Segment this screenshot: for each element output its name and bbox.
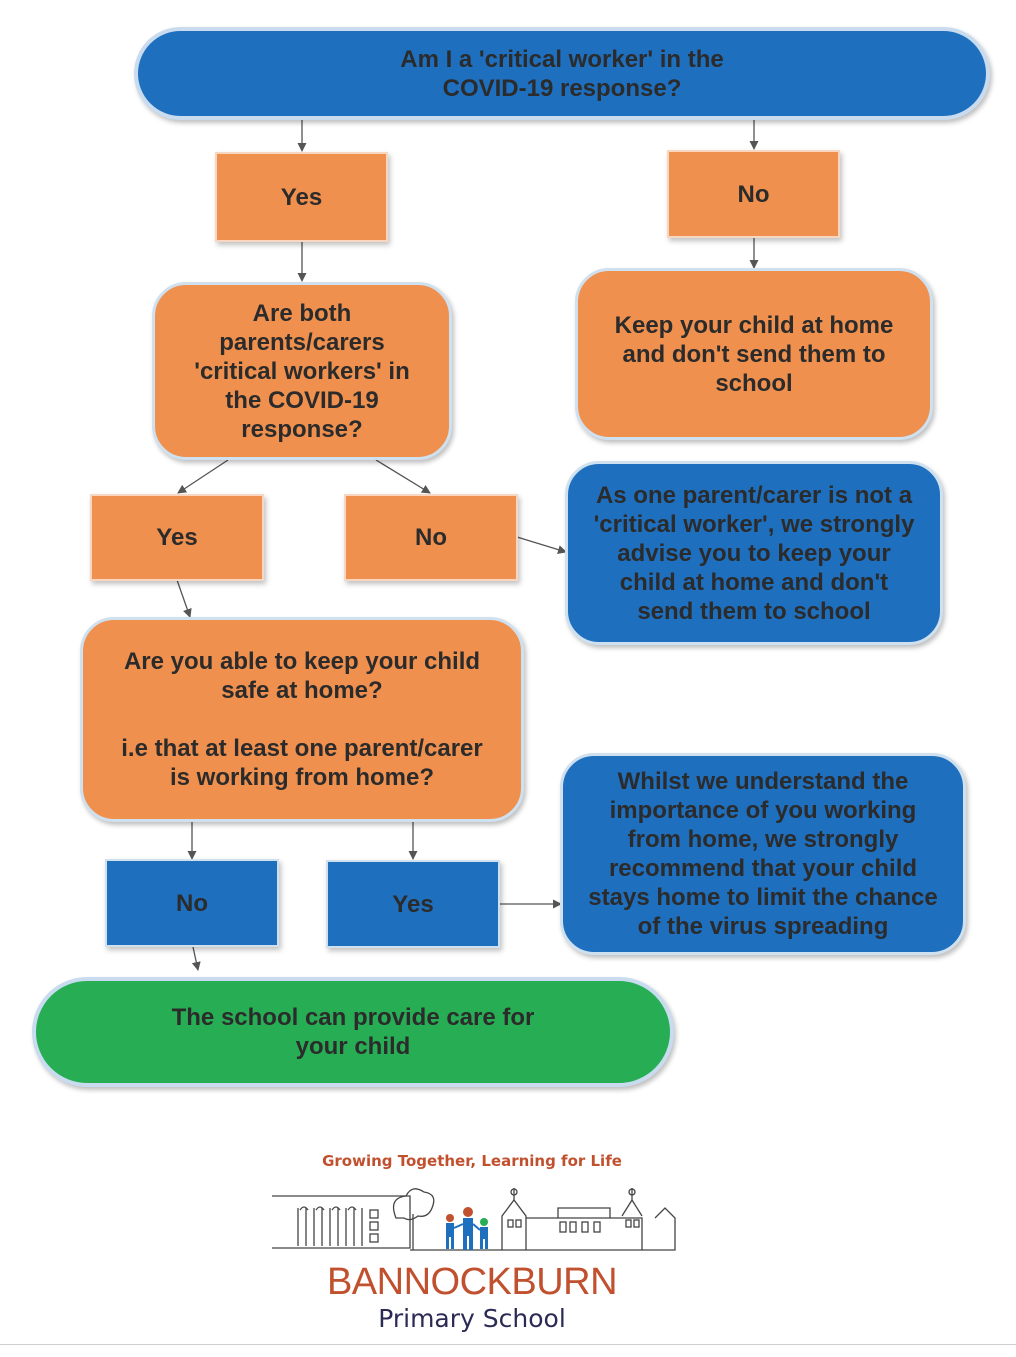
arrow-both-to-no xyxy=(375,459,431,494)
school-buildings-illustration xyxy=(272,1188,676,1251)
answer-no-critical: No xyxy=(667,150,840,238)
answer-yes-both: Yes xyxy=(90,494,264,581)
question-both-parents: Are both parents/carers 'critical worker… xyxy=(152,282,452,460)
answer-yes-critical: Yes xyxy=(215,152,388,242)
page-divider xyxy=(0,1344,1016,1345)
family-figures xyxy=(446,1207,488,1250)
outcome-school-care: The school can provide care for your chi… xyxy=(32,977,674,1087)
arrow-yes-to-safe xyxy=(176,579,192,618)
arrow-both-to-yes xyxy=(177,459,229,494)
outcome-whilst-advice: Whilst we understand the importance of y… xyxy=(560,753,966,955)
logo-tagline: Growing Together, Learning for Life xyxy=(322,1152,622,1170)
school-logo: Growing Together, Learning for Life xyxy=(270,1148,680,1338)
outcome-keep-home: Keep your child at home and don't send t… xyxy=(575,268,933,440)
answer-no-safe: No xyxy=(105,859,279,947)
outcome-one-parent-advice: As one parent/carer is not a 'critical w… xyxy=(565,461,943,645)
school-name: BANNOCKBURN xyxy=(326,1261,618,1303)
answer-yes-safe: Yes xyxy=(326,860,500,948)
school-subtitle: Primary School xyxy=(378,1304,566,1333)
answer-no-both: No xyxy=(344,494,518,581)
arrow-no-to-one-parent xyxy=(516,536,567,554)
question-critical-worker: Am I a 'critical worker' in the COVID-19… xyxy=(134,27,990,120)
question-safe-at-home: Are you able to keep your child safe at … xyxy=(80,617,524,822)
arrow-no-to-school-care xyxy=(191,946,201,971)
